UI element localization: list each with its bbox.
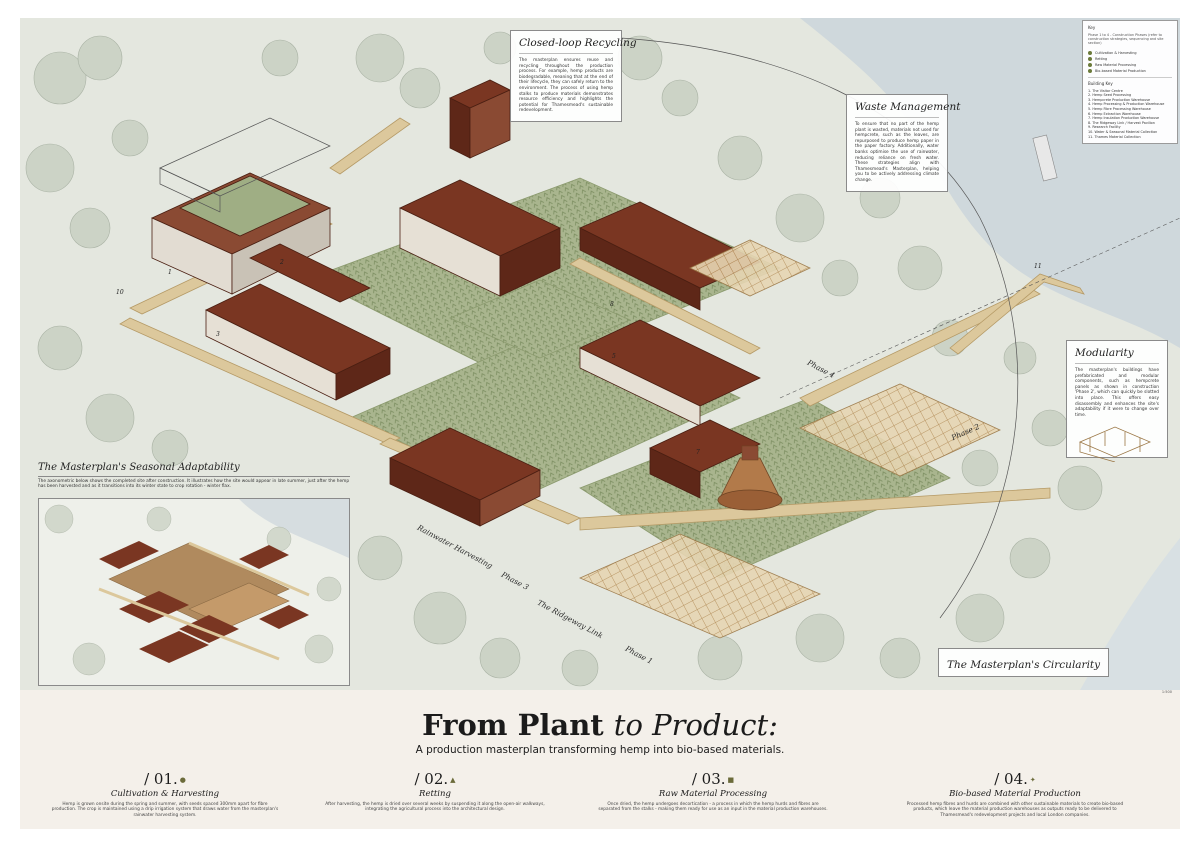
seasonal-text: The axonometric below shows the complete… [38,479,350,490]
circularity-arc [619,37,1019,619]
step-name: Retting [419,789,451,799]
key-marker-icon [1088,50,1092,55]
step-description: After harvesting, the hemp is dried over… [325,802,545,813]
key-subtitle: Phase 1 to 4 - Construction Phases (refe… [1088,33,1164,46]
waste-heading: Waste Management [855,101,960,118]
step-name: Cultivation & Harvesting [110,789,220,799]
key-item-label: Cultivation & Harvesting [1095,50,1137,55]
recycling-callout: Closed-loop Recycling The masterplan ens… [510,30,637,122]
key-marker-icon [1088,62,1092,67]
brick-warehouses [151,79,761,527]
timber-frames [578,239,1001,639]
key-item: Retting [1088,56,1172,62]
key-item: Bio-based Material Production [1088,68,1172,74]
step-name: Bio-based Material Production [949,789,1081,799]
building-number: 10 [116,289,124,296]
jetty [949,273,1085,355]
key-marker-icon [1088,56,1092,61]
building-key-item: 1. The Visitor Centre [1088,88,1123,93]
seasonal-heading: The Masterplan's Seasonal Adaptability [38,462,350,477]
winter-site-drawing [39,499,349,685]
building-key-title: Building Key [1088,80,1113,86]
building-key-item: 2. Hemp Seed Processing [1088,93,1132,98]
modularity-heading: Modularity [1075,347,1159,364]
title-bold: From Plant [422,708,604,742]
building-key-item: 6. Hemp Extraction Warehouse [1088,111,1141,116]
key-title: Key [1088,25,1096,30]
step-description: Hemp is grown onsite during the spring a… [51,802,279,818]
page-subtitle: A production masterplan transforming hem… [415,744,785,756]
page-title: From Plant to Product: [20,708,1180,742]
seasonal-adaptability-panel: The Masterplan's Seasonal Adaptability T… [38,462,350,686]
building-key-item: 3. Hempcrete Production Warehouse [1088,97,1151,102]
barge [1032,134,1058,182]
key-item-label: Retting [1095,56,1108,61]
waste-callout: Waste Management To ensure that no part … [846,94,960,192]
building-number: 1 [168,269,172,276]
key-marker-icon [1088,68,1092,73]
building-numbers: 1 2 3 5 7 8 10 11 [116,259,1042,456]
building-key-item: 5. Hemp Fibre Processing Warehouse [1088,106,1151,111]
title-italic: to Product: [613,708,778,742]
circularity-heading: The Masterplan's Circularity [947,659,1101,671]
recycling-heading: Closed-loop Recycling [519,37,637,54]
tree-clusters [25,31,1103,687]
modular-frame-drawing [1078,426,1152,463]
building-number: 8 [610,301,614,308]
building-number: 3 [216,331,220,338]
modularity-text: The masterplan's buildings have prefabri… [1075,368,1159,418]
building-key-item: 7. Hemp Insulation Production Warehouse [1088,116,1160,121]
step-number-text: / 02. [414,770,449,788]
step-marker-icon: ● [179,776,186,784]
building-key-item: 4. Hemp Processing & Production Warehous… [1088,102,1165,107]
axonometric-drawing: 1 2 3 5 7 8 10 11 [20,18,1180,690]
key-item: Cultivation & Harvesting [1088,50,1172,56]
building-key-item: 10. Water & Seasonal Material Collection [1088,129,1158,134]
circularity-callout: The Masterplan's Circularity [938,648,1110,677]
modularity-callout: Modularity The masterplan's buildings ha… [1066,340,1168,463]
step-marker-icon: ▲ [450,776,456,784]
building-number: 7 [696,449,700,456]
step-description: Once dried, the hemp undergoes decortica… [598,802,828,813]
recycling-text: The masterplan ensures reuse and recycli… [519,58,613,114]
key-item-label: Raw Material Processing [1095,62,1137,67]
building-number: 5 [612,353,616,360]
building-key-item: 8. The Ridgeway Link / Harvest Pavilion [1088,120,1155,125]
step-number: / 02.▲ [320,770,550,788]
step-number: / 01.● [50,770,280,788]
masterplan-axonometric: 1 2 3 5 7 8 10 11 [20,18,1180,690]
step-description: Processed hemp fibres and hurds are comb… [906,802,1124,818]
building-number: 11 [1034,263,1042,270]
step-marker-icon: ✦ [1029,776,1036,784]
seasonal-axonometric [38,498,350,686]
waste-text: To ensure that no part of the hemp plant… [855,122,939,183]
legend-key: Key Phase 1 to 4 - Construction Phases (… [1082,20,1178,145]
building-number: 2 [279,259,284,266]
step-number-text: / 04. [994,770,1028,788]
step-number: / 03.■ [598,770,828,788]
key-item-label: Bio-based Material Production [1095,68,1146,73]
key-item: Raw Material Processing [1088,62,1172,68]
step-name: Raw Material Processing [658,789,768,799]
poster: 1 2 3 5 7 8 10 11 The Masterplan's Seasonal Ada… [20,18,1180,829]
scale-label: 1:500 [1161,690,1172,694]
phase-axis [779,217,1180,399]
step-number-text: / 01. [144,770,178,788]
step-number: / 04.✦ [900,770,1130,788]
building-key-item: 11. Thames Material Collection [1088,134,1141,139]
step-marker-icon: ■ [727,776,735,784]
step-number-text: / 03. [691,770,726,788]
building-key-item: 9. Research Facility [1088,125,1121,130]
